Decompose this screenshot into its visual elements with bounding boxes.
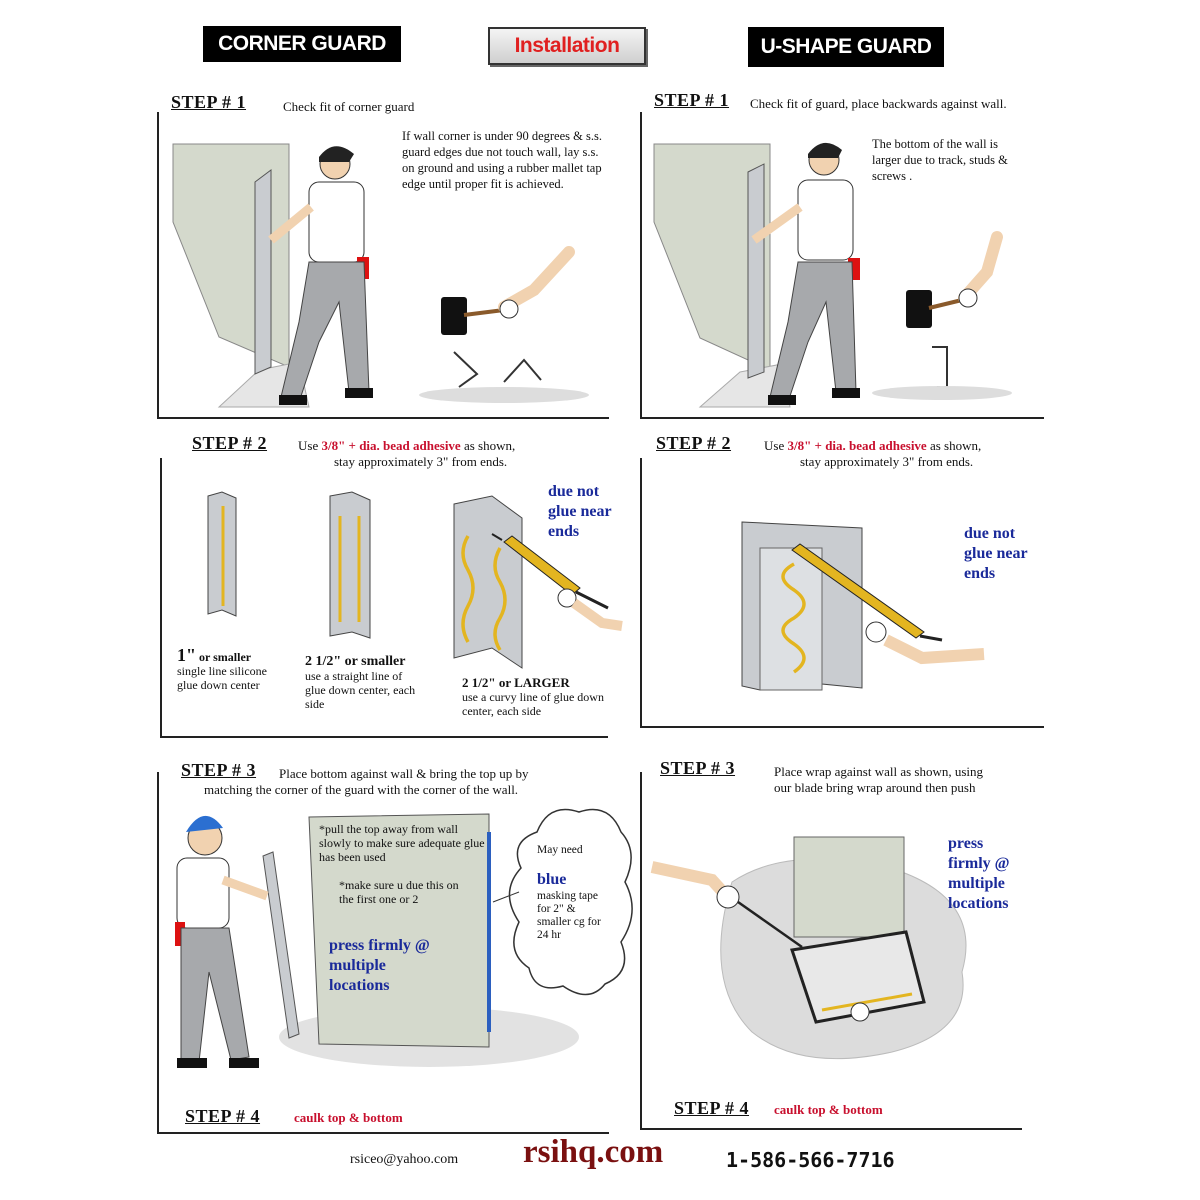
left-step2-blue-note: due not glue near ends: [548, 483, 612, 540]
left-step2-cap3-body: use a curvy line of glue down center, ea…: [462, 690, 604, 718]
left-step1-text: Check fit of corner guard: [283, 99, 415, 114]
left-step2-caption1: 1" or smaller single line silicone glue …: [177, 645, 287, 692]
left-step3-label: STEP # 3: [181, 760, 257, 780]
u-shape-guard-header: U-SHAPE GUARD: [748, 27, 944, 67]
left-step3-panel: STEP # 3 Place bottom against wall & bri…: [157, 760, 633, 1134]
footer-site: rsihq.com: [523, 1134, 664, 1170]
right-step2-text-line2: stay approximately 3" from ends.: [800, 454, 974, 469]
left-step2-label: STEP # 2: [192, 433, 268, 453]
cloud-body: masking tape for 2" & smaller cg for 24 …: [537, 890, 601, 941]
right-step4-text: caulk top & bottom: [774, 1102, 883, 1117]
right-step2-panel: STEP # 2 Use 3/8" + dia. bead adhesive a…: [640, 433, 1044, 728]
left-step3-text1: Place bottom against wall & bring the to…: [279, 766, 529, 781]
left-step2-cap3-head: 2 1/2" or LARGER: [462, 675, 570, 690]
cloud-blue: blue: [537, 871, 567, 888]
installation-header: Installation: [488, 27, 646, 65]
right-step3-illustration: [650, 836, 967, 1060]
left-step1-illustration: [172, 143, 589, 408]
left-step2-text-prefix: Use: [298, 438, 319, 453]
right-step2-text-suffix: as shown,: [929, 438, 982, 453]
left-step2-text-line2: stay approximately 3" from ends.: [334, 454, 508, 469]
left-step3-cloud: May need blue masking tape for 2" & smal…: [537, 844, 607, 942]
right-step1-note: The bottom of the wall is larger due to …: [872, 137, 1008, 183]
left-step3-press: press firmly @ multiple locations: [329, 937, 430, 994]
left-step2-cap1-body: single line silicone glue down center: [177, 664, 267, 692]
right-step3-text2: our blade bring wrap around then push: [774, 780, 976, 795]
right-step2-text-red: 3/8" + dia. bead adhesive: [787, 438, 927, 453]
right-step1-illustration: [653, 142, 1012, 408]
right-step1-text: Check fit of guard, place backwards agai…: [750, 96, 1007, 111]
left-step2-cap1-big: 1": [177, 645, 196, 665]
left-step3-note2: *make sure u due this on the first one o…: [339, 878, 459, 906]
left-step1-label: STEP # 1: [171, 92, 247, 112]
cloud-head: May need: [537, 844, 583, 856]
left-step3-illustration: [175, 808, 633, 1068]
right-step2-text-prefix: Use: [764, 438, 785, 453]
left-step2-cap2-head: 2 1/2" or smaller: [305, 654, 406, 669]
right-step3-text: Place wrap against wall as shown, using …: [774, 764, 1034, 796]
footer-email: rsiceo@yahoo.com: [350, 1152, 459, 1167]
left-step3-text: Place bottom against wall & bring the to…: [204, 766, 599, 798]
right-step2-blue-note: due not glue near ends: [964, 525, 1028, 582]
footer-phone: 1-586-566-7716: [726, 1148, 895, 1172]
right-step3-text1: Place wrap against wall as shown, using: [774, 764, 984, 779]
left-step3-note1: *pull the top away from wall slowly to m…: [319, 822, 485, 864]
left-step2-cap2-body: use a straight line of glue down center,…: [305, 669, 416, 711]
left-step3-text2: matching the corner of the guard with th…: [204, 782, 519, 797]
right-step1-panel: STEP # 1 Check fit of guard, place backw…: [640, 90, 1044, 419]
left-step2-text-suffix: as shown,: [463, 438, 516, 453]
right-step2-label: STEP # 2: [656, 433, 732, 453]
corner-guard-header: CORNER GUARD: [203, 26, 401, 62]
right-step3-press: press firmly @ multiple locations: [948, 835, 1010, 912]
left-step2-cap1-head: or smaller: [199, 650, 252, 664]
left-step1-panel: STEP # 1 Check fit of corner guard If wa…: [157, 92, 609, 419]
left-step1-note: If wall corner is under 90 degrees & s.s…: [402, 129, 602, 191]
left-step4-label: STEP # 4: [185, 1106, 261, 1126]
left-step2-panel: STEP # 2 Use 3/8" + dia. bead adhesive a…: [160, 433, 623, 738]
left-step4-text: caulk top & bottom: [294, 1110, 403, 1125]
right-step2-text: Use 3/8" + dia. bead adhesive as shown, …: [764, 438, 1054, 470]
left-step2-text-red: 3/8" + dia. bead adhesive: [321, 438, 461, 453]
left-step2-caption3: 2 1/2" or LARGER use a curvy line of glu…: [462, 675, 607, 719]
right-step4-label: STEP # 4: [674, 1098, 750, 1118]
right-step1-label: STEP # 1: [654, 90, 730, 110]
left-step2-illustration: [207, 491, 623, 669]
right-step3-label: STEP # 3: [660, 758, 736, 778]
right-step3-panel: STEP # 3 Place wrap against wall as show…: [640, 758, 1022, 1130]
left-step2-text: Use 3/8" + dia. bead adhesive as shown, …: [298, 438, 618, 470]
right-step2-illustration: [741, 521, 985, 691]
left-step2-caption2: 2 1/2" or smaller use a straight line of…: [305, 654, 425, 712]
